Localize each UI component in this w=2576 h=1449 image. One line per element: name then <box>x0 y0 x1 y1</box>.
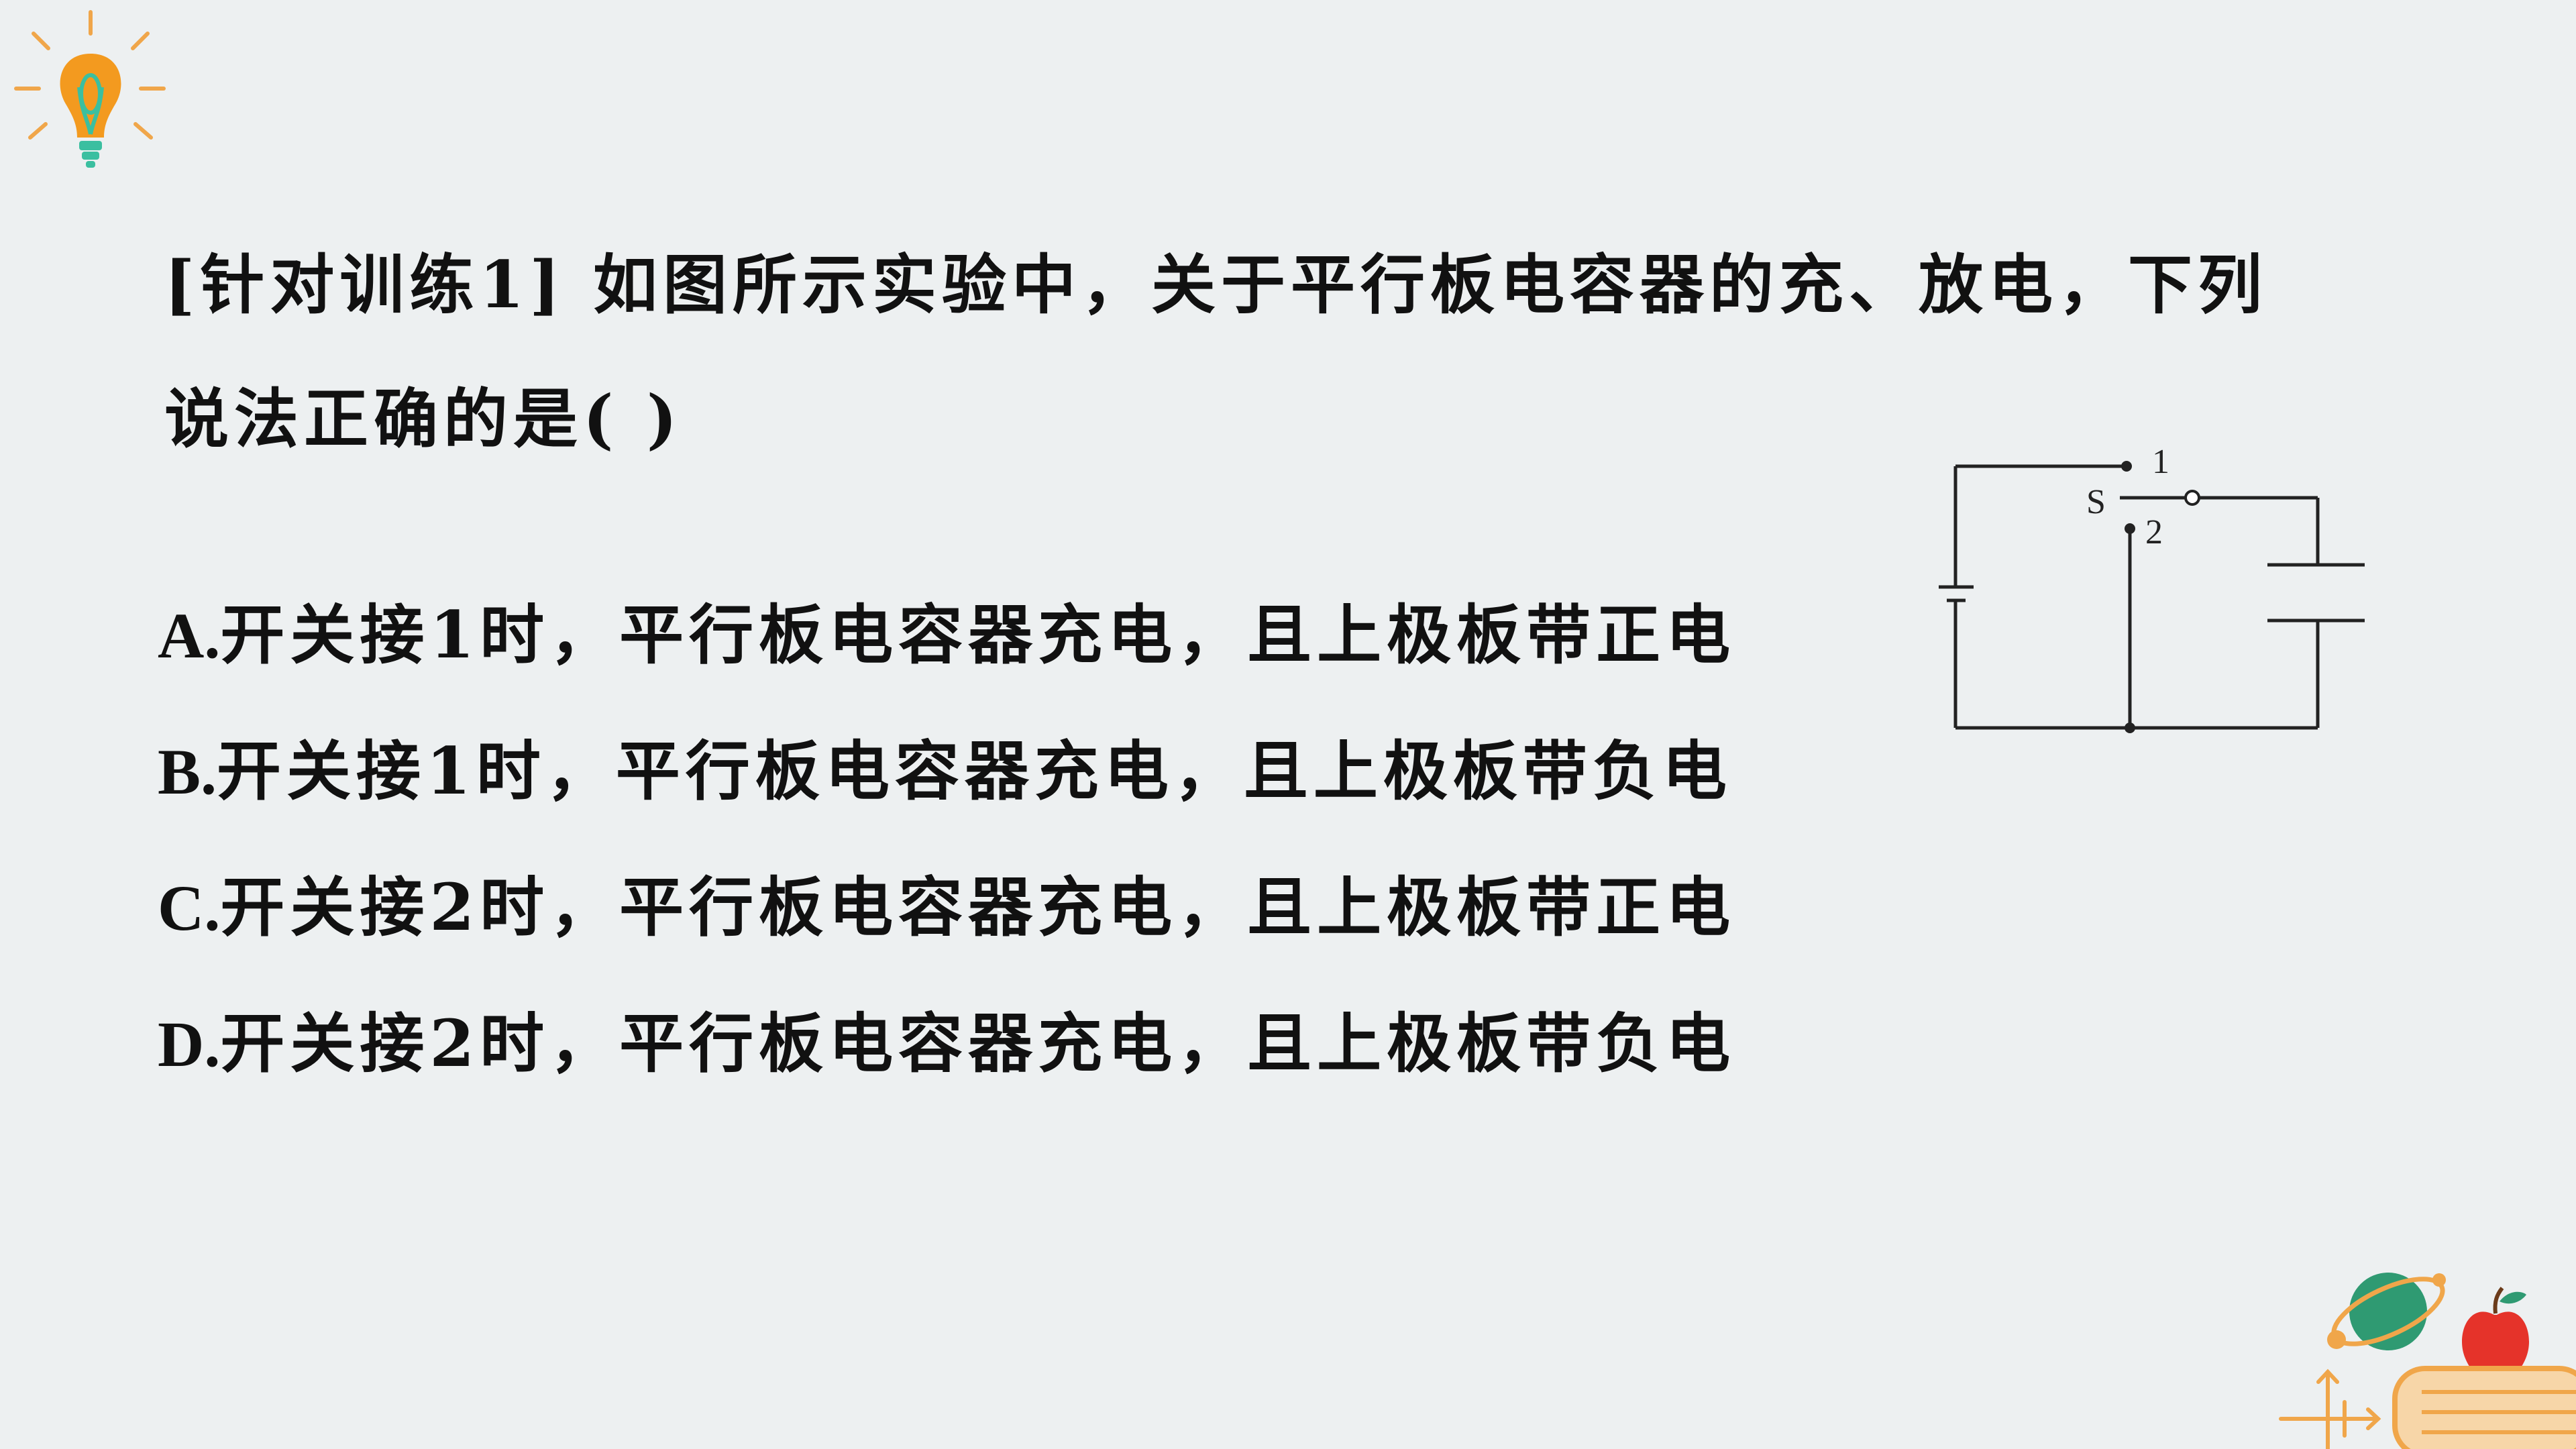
option-letter: D. <box>158 1008 221 1080</box>
contact-2-dot <box>2125 523 2135 534</box>
switch-label: S <box>2086 483 2106 521</box>
option-text: 开关接2时，平行板电容器充电，且上极板带负电 <box>220 1006 1736 1081</box>
junction-dot <box>2125 722 2135 733</box>
option-b[interactable]: B.开关接1时，平行板电容器充电，且上极板带负电 <box>158 703 1735 839</box>
circuit-diagram: S 1 2 <box>1939 443 2365 733</box>
option-d[interactable]: D.开关接2时，平行板电容器充电，且上极板带负电 <box>158 975 1735 1112</box>
answer-options: A.开关接1时，平行板电容器充电，且上极板带正电 B.开关接1时，平行板电容器充… <box>158 567 1735 1112</box>
option-a[interactable]: A.开关接1时，平行板电容器充电，且上极板带正电 <box>158 567 1735 703</box>
option-c[interactable]: C.开关接2时，平行板电容器充电，且上极板带正电 <box>158 839 1735 975</box>
switch-pivot <box>2184 490 2200 506</box>
question-line-2: 说法正确的是( ) <box>164 381 683 457</box>
contact-1-dot <box>2121 461 2132 472</box>
option-letter: B. <box>158 736 217 808</box>
option-letter: C. <box>158 872 221 944</box>
question-line-1: [针对训练1] 如图所示实验中，关于平行板电容器的充、放电，下列 <box>164 247 2268 323</box>
lightbulb-icon <box>14 10 166 168</box>
option-text: 开关接2时，平行板电容器充电，且上极板带正电 <box>220 869 1736 945</box>
option-letter: A. <box>158 600 221 672</box>
contact-1-label: 1 <box>2152 443 2169 481</box>
option-text: 开关接1时，平行板电容器充电，且上极板带负电 <box>217 733 1732 809</box>
question-stem: [针对训练1] 如图所示实验中，关于平行板电容器的充、放电，下列 说法正确的是(… <box>164 218 2499 486</box>
contact-2-label: 2 <box>2145 513 2163 551</box>
option-text: 开关接1时，平行板电容器充电，且上极板带正电 <box>220 597 1736 673</box>
school-decoration-icon <box>2279 1273 2576 1449</box>
